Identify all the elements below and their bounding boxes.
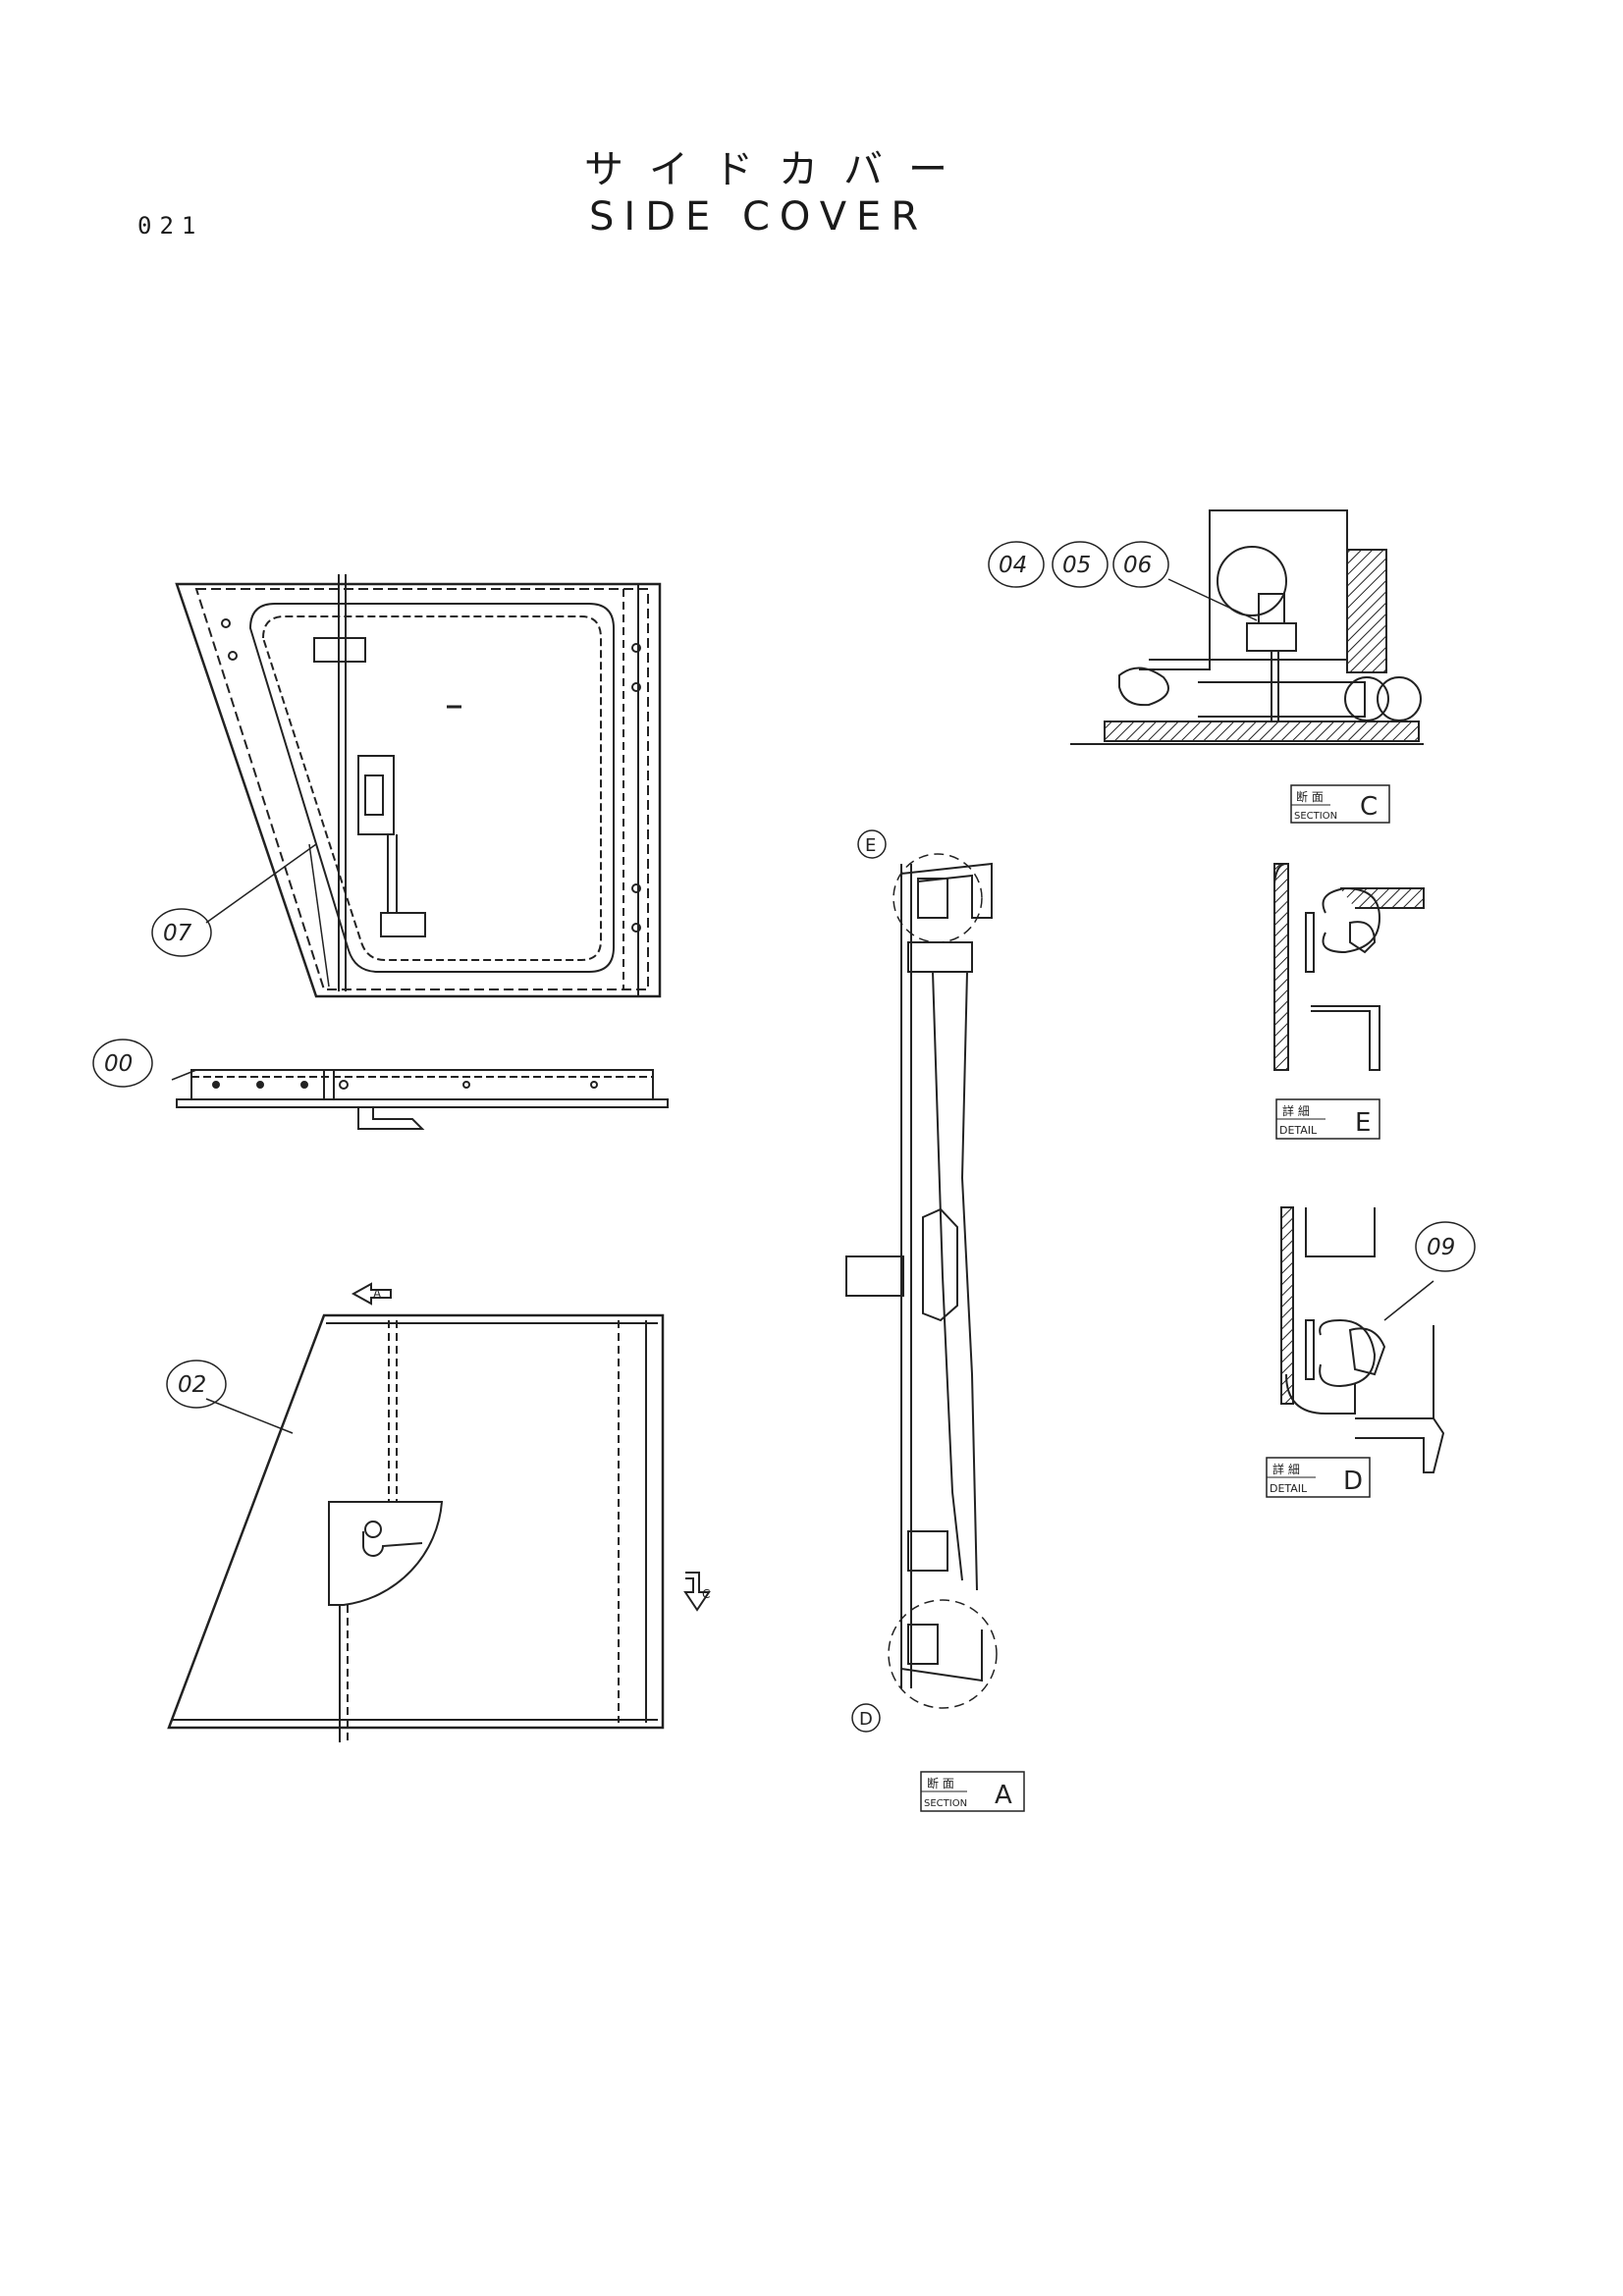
detail-marker-e: E — [857, 829, 887, 859]
section-a-label: 断 面 SECTION A — [920, 1771, 1025, 1812]
svg-text:06: 06 — [1123, 553, 1152, 578]
svg-text:E: E — [865, 835, 876, 856]
svg-text:SECTION: SECTION — [1294, 811, 1337, 822]
callout-09: 09 — [1415, 1221, 1476, 1272]
svg-text:D: D — [1343, 1467, 1363, 1496]
callout-02: 02 — [166, 1360, 227, 1409]
svg-text:断 面: 断 面 — [927, 1776, 954, 1790]
section-a-view — [845, 853, 998, 1709]
view-arrow-c: C — [683, 1572, 711, 1612]
section-c-view — [1070, 509, 1424, 745]
svg-text:DETAIL: DETAIL — [1270, 1482, 1308, 1495]
detail-e-label: 詳 細 DETAIL E — [1275, 1098, 1380, 1140]
svg-text:02: 02 — [178, 1372, 206, 1398]
svg-text:05: 05 — [1062, 553, 1091, 578]
svg-text:00: 00 — [104, 1051, 133, 1077]
callout-00: 00 — [92, 1039, 153, 1088]
page-number: 021 — [137, 212, 204, 240]
svg-text:SECTION: SECTION — [924, 1798, 967, 1809]
detail-marker-d: D — [851, 1703, 881, 1733]
view-arrow-a-label: A — [373, 1287, 382, 1301]
svg-text:04: 04 — [999, 553, 1027, 578]
svg-text:09: 09 — [1427, 1235, 1455, 1260]
callout-04: 04 — [988, 541, 1045, 588]
svg-text:詳 細: 詳 細 — [1272, 1462, 1300, 1476]
detail-d-label: 詳 細 DETAIL D — [1266, 1457, 1371, 1498]
svg-text:断 面: 断 面 — [1296, 789, 1324, 804]
section-c-label: 断 面 SECTION C — [1290, 784, 1390, 824]
outer-cover-view — [167, 1313, 665, 1742]
side-profile-view — [171, 1069, 669, 1130]
svg-text:07: 07 — [163, 921, 192, 946]
title-english: SIDE COVER — [589, 194, 929, 240]
title-japanese: サイドカバー — [584, 147, 973, 192]
detail-e-view — [1273, 863, 1425, 1071]
detail-d-view — [1280, 1206, 1445, 1473]
svg-text:D: D — [859, 1709, 873, 1730]
svg-text:A: A — [995, 1781, 1012, 1810]
callout-07: 07 — [151, 908, 212, 957]
callout-05: 05 — [1052, 541, 1109, 588]
view-arrow-c-label: C — [702, 1587, 710, 1601]
callout-06: 06 — [1112, 541, 1169, 588]
svg-text:C: C — [1360, 792, 1378, 822]
svg-text:DETAIL: DETAIL — [1279, 1124, 1318, 1137]
view-arrow-a: A — [351, 1282, 392, 1306]
svg-text:詳 細: 詳 細 — [1282, 1103, 1310, 1118]
svg-text:E: E — [1355, 1108, 1371, 1138]
inner-frame-view — [175, 574, 662, 998]
